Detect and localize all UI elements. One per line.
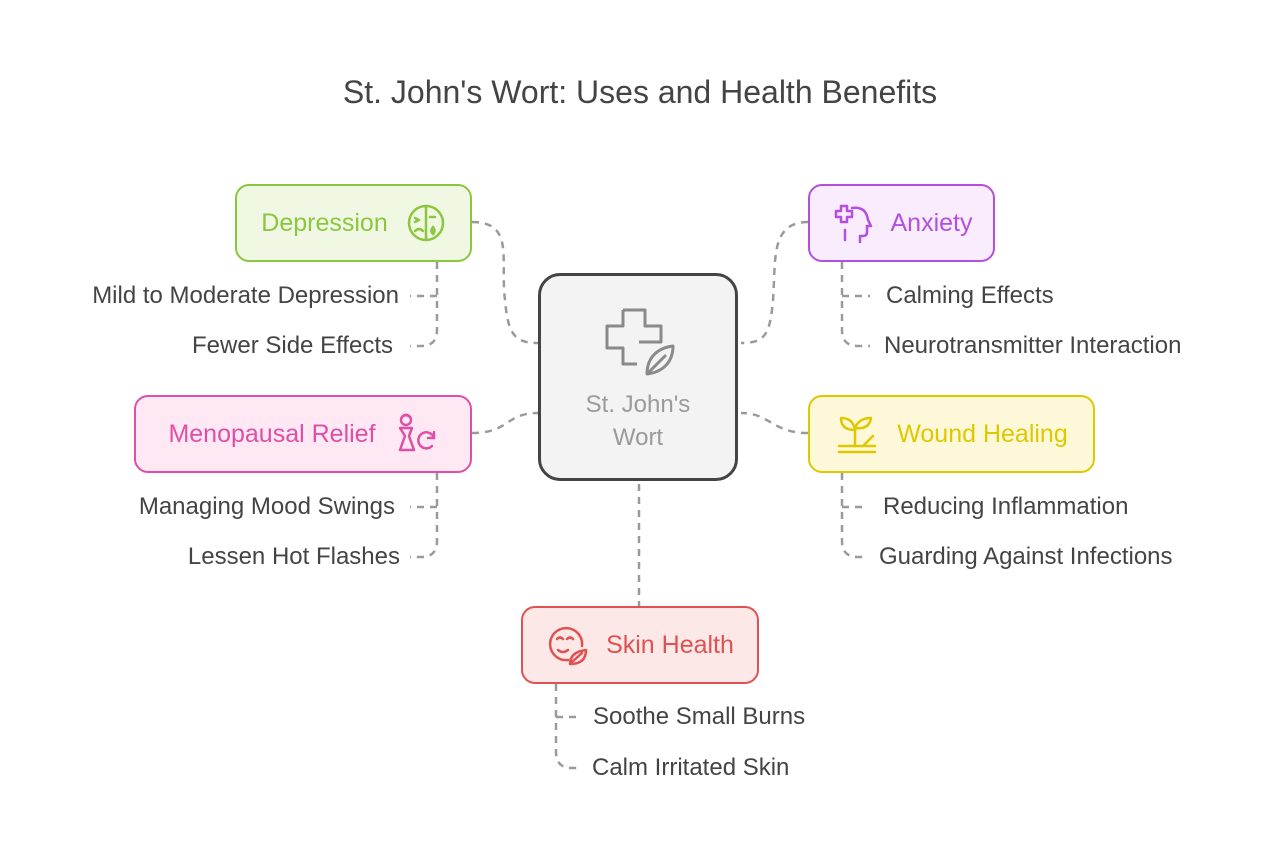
woman-cycle-icon [398,413,435,452]
depression-item-2: Fewer Side Effects [192,332,393,359]
topic-skin-health: Skin Health [521,606,759,684]
menopausal-item-1: Managing Mood Swings [138,493,395,520]
plant-growth-icon [838,416,877,454]
sad-face-icon [407,204,444,242]
connector-depression-items [410,262,439,348]
page-title: St. John's Wort: Uses and Health Benefit… [342,74,938,110]
topic-menopausal-label: Menopausal Relief [168,419,376,448]
connector-wound-items [840,473,868,559]
topic-menopausal-relief: Menopausal Relief [134,395,472,473]
connector-menopausal [471,411,539,435]
anxiety-item-2: Neurotransmitter Interaction [884,332,1182,359]
wound-item-1: Reducing Inflammation [883,493,1129,520]
topic-anxiety-label: Anxiety [890,208,973,237]
connector-anxiety-items [840,262,870,348]
head-medical-icon [834,204,872,244]
topic-depression: Depression [235,184,472,262]
connector-skin-items [554,684,582,770]
connector-wound [740,411,809,435]
connector-menopausal-items [410,473,439,559]
anxiety-item-1: Calming Effects [886,282,1054,309]
topic-skin-label: Skin Health [606,630,734,659]
connector-depression [471,220,539,345]
topic-anxiety: Anxiety [808,184,995,262]
skin-item-1: Soothe Small Burns [593,703,806,730]
face-leaf-icon [548,626,588,666]
connector-anxiety [740,220,809,345]
topic-depression-label: Depression [261,208,388,237]
topic-wound-label: Wound Healing [897,419,1068,448]
depression-item-1: Mild to Moderate Depression [92,282,399,309]
medical-cross-leaf-icon [605,308,675,376]
topic-wound-healing: Wound Healing [808,395,1095,473]
skin-item-2: Calm Irritated Skin [592,754,790,781]
wound-item-2: Guarding Against Infections [879,543,1173,570]
menopausal-item-2: Lessen Hot Flashes [187,543,400,570]
